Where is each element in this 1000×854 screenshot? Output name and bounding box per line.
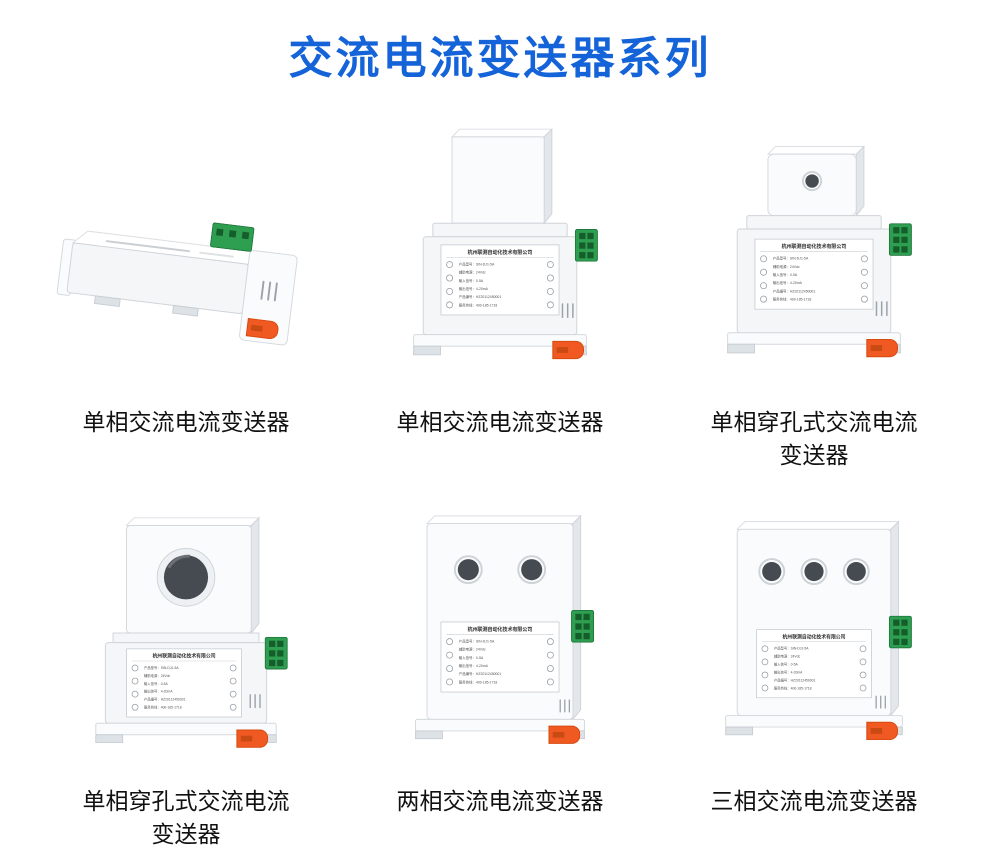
- sensor-hole: [453, 554, 483, 584]
- product-image-two-phase: [415, 514, 595, 744]
- device-label: [754, 238, 874, 310]
- device-body: [415, 514, 595, 744]
- product-image: [350, 489, 650, 777]
- device-label: [440, 621, 560, 693]
- product-image-single-phase-large-through-hole: [95, 516, 288, 748]
- din-rail-clip: [552, 340, 585, 360]
- product-image-single-phase-horizontal: [56, 222, 298, 346]
- product-image-three-phase: [725, 520, 912, 740]
- din-rail-clip: [866, 338, 899, 358]
- sensor-hole: [842, 557, 870, 585]
- device-body: [727, 145, 912, 358]
- product-image: [664, 489, 964, 777]
- product-card: 单相穿孔式交流电流变送器: [36, 489, 336, 852]
- device-body: [56, 222, 298, 346]
- green-terminal: [574, 229, 598, 262]
- product-image: [36, 110, 336, 398]
- device-label: [440, 244, 560, 316]
- product-caption: 单相交流电流变送器: [82, 409, 290, 435]
- green-terminal: [264, 636, 288, 670]
- product-image: [36, 489, 336, 777]
- sensor-hole: [758, 557, 786, 585]
- device-body: [725, 520, 912, 740]
- green-terminal: [888, 615, 912, 649]
- sensor-hole: [517, 554, 547, 584]
- green-terminal: [888, 223, 912, 256]
- product-image: [664, 110, 964, 398]
- product-caption: 单相交流电流变送器: [396, 409, 604, 435]
- page-title: 交流电流变送器系列: [288, 34, 712, 83]
- product-caption: 单相穿孔式交流电流变送器: [82, 787, 290, 848]
- catalog-page: 交流电流变送器系列: [0, 22, 1000, 854]
- product-caption: 两相交流电流变送器: [396, 787, 604, 814]
- din-rail-clip: [548, 725, 581, 744]
- device-label: [756, 628, 872, 698]
- sensor-hole: [801, 170, 823, 192]
- product-image-single-phase-through-hole-top: [727, 145, 912, 358]
- product-image-single-phase-upright: [413, 128, 598, 360]
- din-rail-clip: [236, 729, 269, 748]
- device-body: [95, 516, 288, 748]
- product-card: 单相交流电流变送器: [36, 110, 336, 473]
- device-label: [126, 648, 243, 718]
- din-rail-clip: [245, 318, 280, 340]
- product-caption: 三相交流电流变送器: [710, 787, 918, 814]
- product-card: 单相交流电流变送器: [350, 110, 650, 473]
- green-terminal: [209, 222, 255, 253]
- product-card: 两相交流电流变送器: [350, 489, 650, 852]
- device-body: [413, 128, 598, 360]
- product-card: 三相交流电流变送器: [664, 489, 964, 852]
- din-rail-clip: [866, 721, 899, 740]
- product-card: 单相穿孔式交流电流变送器: [664, 110, 964, 473]
- product-grid: 单相交流电流变送器: [36, 110, 964, 851]
- sensor-hole: [800, 557, 828, 585]
- green-terminal: [571, 609, 595, 643]
- product-caption: 单相穿孔式交流电流变送器: [710, 409, 918, 469]
- product-image: [350, 110, 650, 398]
